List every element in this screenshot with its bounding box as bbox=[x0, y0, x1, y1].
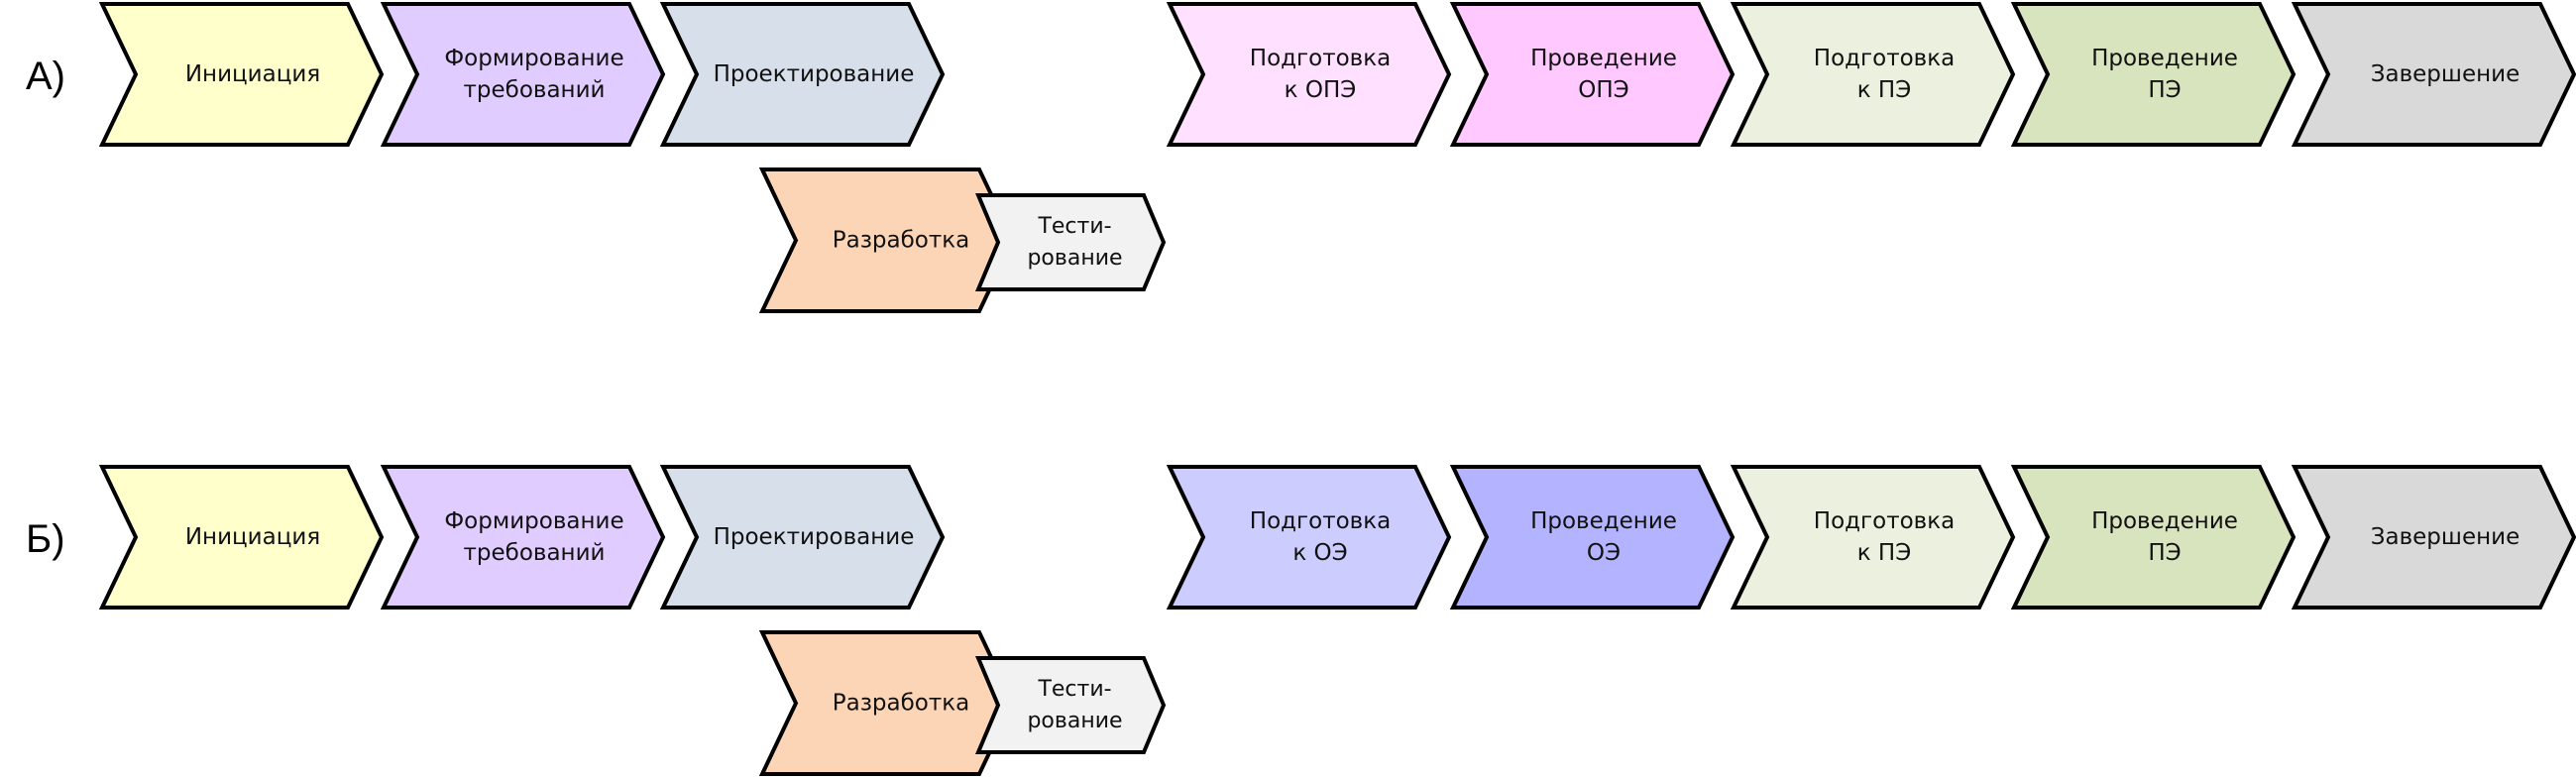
process-step-label-line-0: Подготовка bbox=[1250, 508, 1391, 534]
process-step: Проектирование bbox=[659, 2, 946, 147]
process-step-label-line-1: ПЭ bbox=[2148, 77, 2181, 103]
testing-step-label-line-1: рование bbox=[1027, 246, 1122, 271]
process-step: Подготовка к ПЭ bbox=[1730, 465, 2016, 610]
process-step-shape bbox=[1449, 465, 1736, 610]
testing-step-label-line-1: рование bbox=[1027, 709, 1122, 733]
process-step-label-line-0: Проектирование bbox=[714, 524, 915, 550]
process-step-shape bbox=[2010, 2, 2296, 147]
process-step-label-line-1: ОЭ bbox=[1587, 540, 1621, 566]
process-step-label-line-0: Подготовка bbox=[1250, 46, 1391, 71]
process-step: Инициация bbox=[98, 465, 385, 610]
process-step-label-line-0: Подготовка bbox=[1814, 46, 1955, 71]
process-step-label-line-0: Инициация bbox=[185, 524, 320, 550]
process-step-shape bbox=[659, 465, 946, 610]
testing-step-shape bbox=[974, 193, 1167, 291]
process-step-label-line-0: Проведение bbox=[1530, 508, 1677, 534]
process-step-label-line-0: Подготовка bbox=[1814, 508, 1955, 534]
process-step-label-line-1: к ОПЭ bbox=[1285, 77, 1357, 103]
process-step-label-line-0: Проведение bbox=[2091, 46, 2238, 71]
process-row-1: А) Инициация Формирование требований Проекти… bbox=[26, 2, 2576, 313]
process-row-2: Б) Инициация Формирование требований Проекти… bbox=[26, 465, 2576, 776]
process-step-label-line-1: к ОЭ bbox=[1292, 540, 1347, 566]
process-step-shape bbox=[1730, 2, 2016, 147]
process-step-label-line-0: Проведение bbox=[1530, 46, 1677, 71]
process-step-label-line-1: ПЭ bbox=[2148, 540, 2181, 566]
process-step-shape bbox=[2291, 465, 2576, 610]
process-step-shape bbox=[380, 465, 666, 610]
process-step-label-line-1: к ПЭ bbox=[1857, 77, 1912, 103]
process-step-label-line-0: Завершение bbox=[2371, 61, 2520, 87]
development-step-label-line-0: Разработка bbox=[833, 691, 970, 717]
process-step: Инициация bbox=[98, 2, 385, 147]
testing-step: Тести-рование bbox=[974, 193, 1167, 291]
process-step: Формирование требований bbox=[380, 465, 666, 610]
process-step-shape bbox=[1730, 465, 2016, 610]
process-step-shape bbox=[659, 2, 946, 147]
process-step: Подготовка к ОПЭ bbox=[1166, 2, 1452, 147]
testing-step-label-line-0: Тести- bbox=[1037, 214, 1111, 239]
process-step: Подготовка к ПЭ bbox=[1730, 2, 2016, 147]
process-step-label-line-0: Формирование bbox=[444, 46, 623, 71]
process-step-label-line-1: к ПЭ bbox=[1857, 540, 1912, 566]
testing-step-shape bbox=[974, 656, 1167, 754]
process-step-shape bbox=[380, 2, 666, 147]
process-step-label-line-0: Проектирование bbox=[714, 61, 915, 87]
process-step-shape bbox=[98, 2, 385, 147]
testing-step-label-line-0: Тести- bbox=[1037, 677, 1111, 702]
row-label: А) bbox=[26, 55, 65, 98]
process-step-label-line-0: Завершение bbox=[2371, 524, 2520, 550]
process-step-label-line-0: Инициация bbox=[185, 61, 320, 87]
development-step: Разработка bbox=[758, 630, 1016, 776]
development-step-shape bbox=[758, 630, 1016, 776]
process-step-label-line-1: требований bbox=[464, 77, 606, 103]
process-step-label-line-1: ОПЭ bbox=[1578, 77, 1628, 103]
development-step-shape bbox=[758, 167, 1016, 313]
process-step-label-line-0: Проведение bbox=[2091, 508, 2238, 534]
development-step-label-line-0: Разработка bbox=[833, 228, 970, 254]
process-step-shape bbox=[1166, 2, 1452, 147]
process-step: Завершение bbox=[2291, 2, 2576, 147]
row-label: Б) bbox=[26, 517, 65, 561]
process-step-label-line-0: Формирование bbox=[444, 508, 623, 534]
process-step-shape bbox=[98, 465, 385, 610]
process-step: Подготовка к ОЭ bbox=[1166, 465, 1452, 610]
process-step: Завершение bbox=[2291, 465, 2576, 610]
process-step-shape bbox=[1166, 465, 1452, 610]
testing-step: Тести-рование bbox=[974, 656, 1167, 754]
process-step-shape bbox=[2010, 465, 2296, 610]
process-step: Формирование требований bbox=[380, 2, 666, 147]
process-step-shape bbox=[2291, 2, 2576, 147]
process-step-label-line-1: требований bbox=[464, 540, 606, 566]
process-step-shape bbox=[1449, 2, 1736, 147]
process-step: Проектирование bbox=[659, 465, 946, 610]
development-step: Разработка bbox=[758, 167, 1016, 313]
